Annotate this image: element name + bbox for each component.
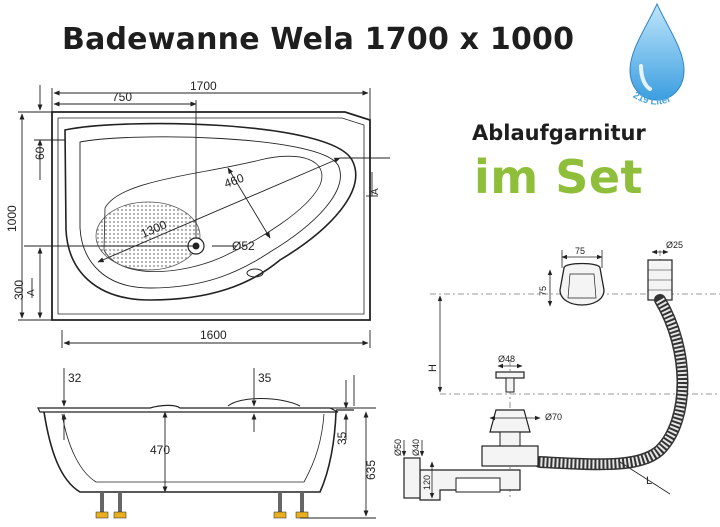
dim-cap-height: 75 (538, 286, 548, 296)
dim-total-width: 1700 (190, 79, 217, 93)
page-title: Badewanne Wela 1700 x 1000 (62, 22, 575, 57)
label-l: L (646, 475, 652, 487)
dim-rim-height: 35 (335, 431, 349, 445)
section-marker-left: A (26, 289, 37, 296)
water-drop-icon (629, 2, 685, 101)
top-view-drawing (51, 111, 371, 321)
dim-trap: 120 (422, 475, 432, 490)
dim-plug: Ø48 (498, 354, 515, 364)
drain-dimensions (401, 249, 671, 499)
tub-foot-pads (95, 511, 309, 519)
dim-width: 460 (222, 171, 246, 191)
top-view-labels: 1700 750 1000 60 1600 300 1300 460 Ø52 A… (5, 79, 381, 342)
side-view-dimensions (61, 368, 376, 519)
dim-bottom-width: 1600 (200, 328, 227, 342)
dim-depth: 470 (150, 443, 170, 457)
dim-pipe-50: Ø50 (393, 439, 403, 456)
drain-labels: 75 75 Ø25 H Ø48 Ø70 Ø50 Ø40 120 L (393, 240, 683, 490)
promo-line-im-set: im Set (474, 150, 644, 204)
dim-cap-width: 75 (575, 246, 585, 256)
dim-inner-offset: 750 (112, 90, 132, 104)
dim-drain: Ø52 (232, 239, 255, 253)
dim-rim-right: 35 (258, 371, 272, 385)
dim-rim-left: 32 (68, 371, 82, 385)
side-view-drawing (37, 398, 354, 493)
side-view-labels: 32 35 470 35 635 (68, 371, 378, 480)
dim-total-height: 635 (364, 460, 378, 480)
dim-drain-body: Ø70 (545, 412, 562, 422)
promo-line-ablaufgarnitur: Ablaufgarnitur (472, 121, 646, 145)
dim-left-300: 300 (12, 280, 26, 300)
dim-height: 1000 (5, 205, 19, 232)
tub-feet (100, 492, 304, 514)
label-h: H (427, 364, 439, 372)
dim-overflow: Ø25 (666, 240, 683, 250)
dim-top-margin: 60 (33, 146, 47, 160)
drain-set-drawing (403, 259, 689, 501)
top-view-dimensions (18, 85, 390, 348)
section-marker-right: A (370, 188, 381, 195)
dim-pipe-40: Ø40 (411, 439, 421, 456)
